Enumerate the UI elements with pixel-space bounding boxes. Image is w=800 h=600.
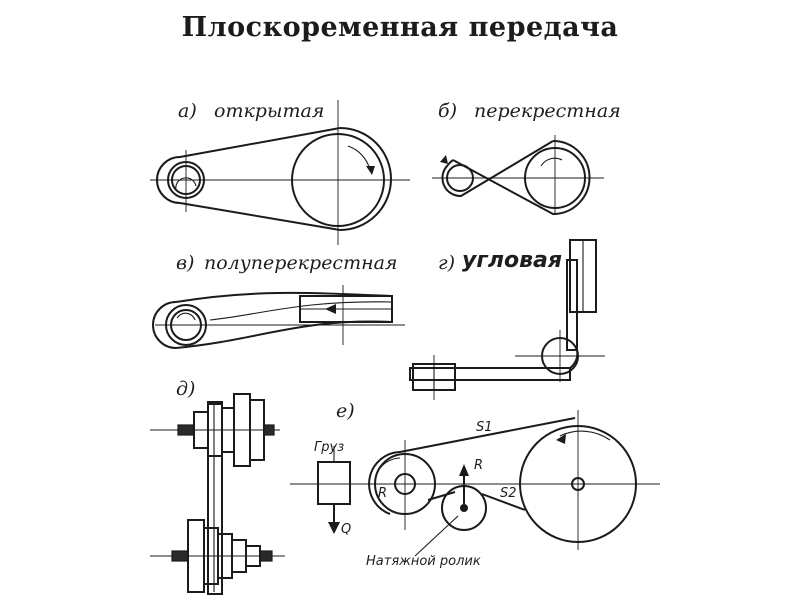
cone-lower-hub-left [171,550,189,562]
half-crossed-arrow [325,304,336,314]
half-crossed-drive-figure [152,285,405,349]
half-crossed-belt-wrap [152,301,177,349]
crossed-belt-run-2 [452,140,591,216]
half-crossed-belt-edge [209,301,393,321]
open-belt-small-wrap [156,156,181,204]
crossed-drive-figure [432,135,604,216]
idler-leader-line [414,515,459,557]
half-crossed-belt-upper [175,291,393,303]
half-crossed-belt-lower [175,320,393,349]
small-pulley-inner [171,165,201,195]
label-angle: угловая [462,248,562,273]
radius-label: R [378,486,388,501]
idler-drive-small-pulley [374,453,436,515]
label-v: в) [176,252,195,274]
idler-small-hub [394,473,416,495]
label-crossed: перекрестная [474,100,621,122]
idler-belt-wrap [368,451,401,515]
idler-belt-slack-side [427,491,526,511]
cone-pulley-figure [150,393,285,595]
S1-label: S1 [476,420,493,435]
idler-label: Натяжной ролик [366,554,481,569]
cone-upper-hub-right [263,424,275,436]
half-crossed-rotation-arrow [176,312,196,321]
S2-label: S2 [500,486,517,501]
idler-large-hub [571,477,585,491]
cone-upper-hub-left [177,424,195,436]
small-pulley [167,161,205,199]
half-crossed-pulley [165,304,207,346]
R-arrow-head [459,464,469,476]
large-pulley [291,133,385,227]
open-belt-straight [179,127,341,231]
idler-drive-figure [290,410,660,557]
crossed-small-arrow [440,155,448,164]
label-e: е) [336,400,355,422]
label-half-crossed: полуперекрестная [204,252,398,274]
open-belt-large-wrap [339,127,392,231]
half-crossed-pulley-inner [170,309,202,341]
label-g: г) [438,252,456,274]
angle-belt-vertical [566,259,578,351]
angle-drive-figure [409,239,605,400]
R-label: R [474,458,484,473]
rotation-arrow-head [366,166,375,175]
crossed-belt-join [447,159,454,166]
crossed-belt-run-1 [441,140,554,198]
label-open: открытая [214,100,325,122]
cone-lower-hub-right [259,550,273,562]
load-arrow-head [328,522,340,534]
label-a: а) [178,100,197,122]
label-b: б) [438,100,458,122]
angle-belt-horizontal [409,367,571,381]
idler-belt-tight-side [399,417,576,453]
idler-large-arrow [559,430,611,441]
page-title: Плоскоременная передача [181,12,619,43]
label-d: д) [176,378,196,400]
Q-label: Q [341,522,352,537]
angle-belt-turn [569,349,579,369]
load-box [317,461,351,505]
cone-belt [207,401,223,595]
idler-small-arrow [379,457,401,469]
load-label: Груз [314,440,345,455]
idler-drive-large-pulley [519,425,637,543]
small-rotation-arrow [175,177,197,191]
crossed-rotation-arrow [540,157,563,167]
idler-large-arrow-head [556,434,566,444]
crossed-small-pulley [446,164,474,192]
open-drive-figure [150,100,410,245]
crossed-large-pulley [524,147,586,209]
